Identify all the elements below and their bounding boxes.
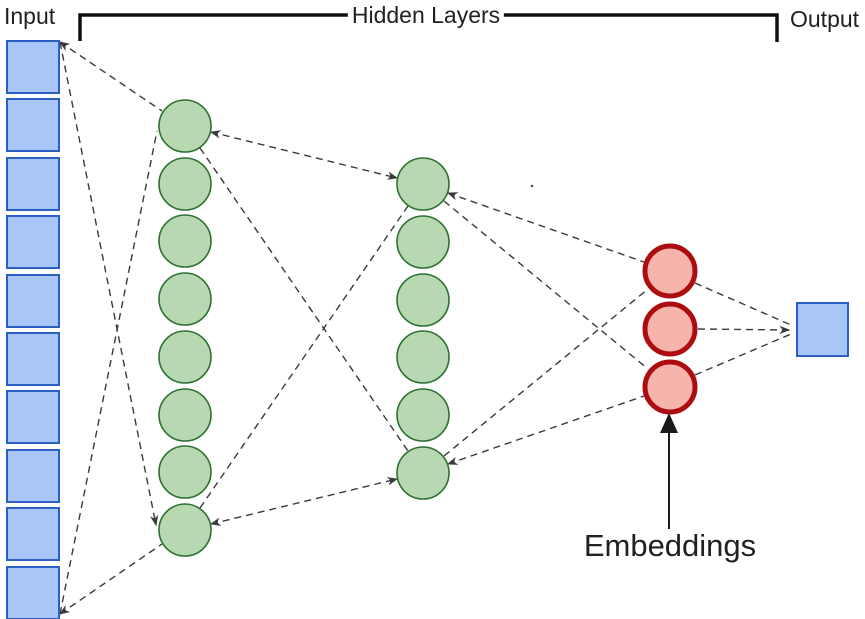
connection-line	[209, 477, 399, 526]
stray-dot	[530, 184, 534, 188]
input-node	[6, 390, 60, 444]
input-node	[6, 332, 60, 386]
hidden1-node	[158, 272, 212, 326]
input-node	[6, 449, 60, 503]
output-label: Output	[790, 6, 860, 32]
input-node	[6, 98, 60, 152]
embedding-node	[642, 243, 698, 299]
input-node	[6, 274, 60, 328]
hidden2-node	[396, 388, 450, 442]
hidden1-node	[158, 445, 212, 499]
input-label: Input	[4, 3, 56, 29]
embedding-node	[642, 359, 698, 415]
connection-line	[209, 130, 399, 180]
embeddings-arrowhead-icon	[660, 413, 678, 433]
connection-line	[694, 333, 792, 376]
connection-line	[199, 147, 409, 452]
connection-line	[446, 192, 645, 263]
hidden1-node	[158, 214, 212, 268]
hidden1-node	[158, 388, 212, 442]
embeddings-label: Embeddings	[583, 528, 757, 563]
connection-line	[199, 205, 409, 509]
hidden1-node	[158, 157, 212, 211]
hidden2-node	[396, 330, 450, 384]
input-node	[6, 157, 60, 211]
connection-line	[59, 130, 158, 615]
hidden2-node	[396, 446, 450, 500]
connection-line	[446, 395, 645, 465]
input-node	[6, 215, 60, 269]
hidden1-node	[158, 99, 212, 153]
hidden1-node	[158, 503, 212, 557]
hidden2-node	[396, 273, 450, 327]
output-node	[796, 302, 849, 357]
connection-line	[59, 41, 163, 112]
input-node	[6, 566, 60, 619]
embedding-node	[642, 301, 698, 357]
hidden2-node	[396, 215, 450, 269]
input-node	[6, 507, 60, 561]
connection-line	[443, 288, 649, 457]
connection-line	[59, 41, 159, 527]
connection-line	[443, 200, 649, 370]
input-node	[6, 40, 60, 94]
connection-line	[694, 282, 792, 326]
hidden2-node	[396, 157, 450, 211]
hidden-layers-label: Hidden Layers	[347, 2, 505, 28]
connection-line	[697, 325, 791, 335]
hidden1-node	[158, 330, 212, 384]
connection-line	[59, 543, 163, 615]
